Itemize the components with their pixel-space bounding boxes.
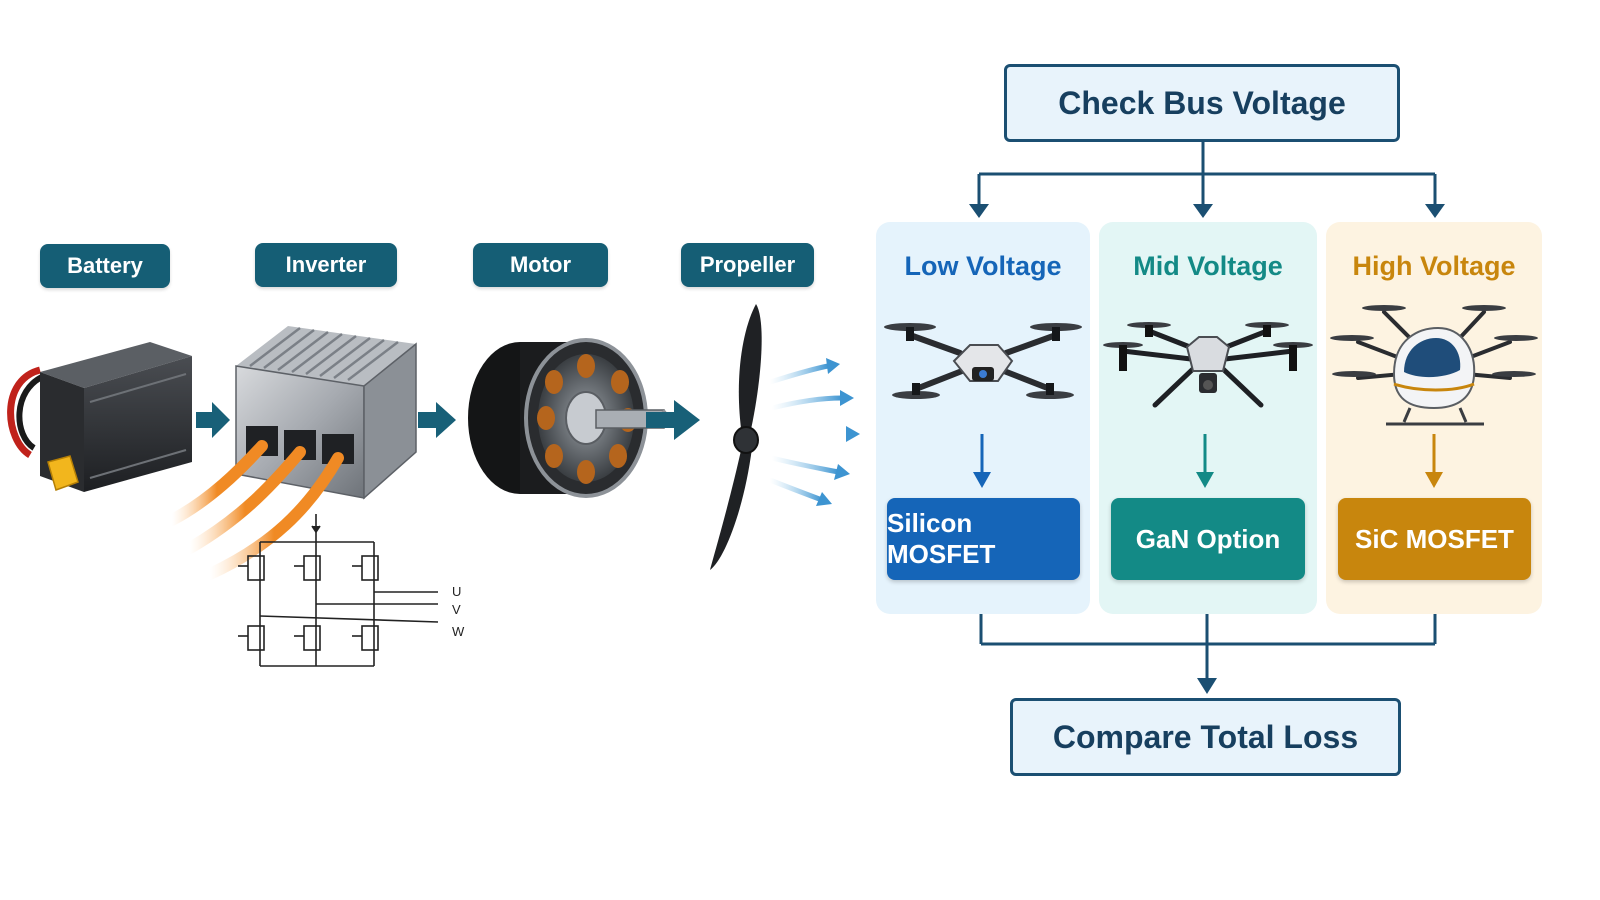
check-bus-voltage-box: Check Bus Voltage [1004, 64, 1400, 142]
compare-total-loss-box: Compare Total Loss [1010, 698, 1401, 776]
low-voltage-arrow [973, 434, 991, 488]
evtol-icon [1330, 305, 1538, 426]
mid-voltage-arrow [1196, 434, 1214, 488]
phase-v-label: V [452, 602, 461, 617]
inverter-icon [166, 326, 417, 580]
high-voltage-arrow [1425, 434, 1443, 488]
phase-u-label: U [452, 584, 461, 599]
silicon-mosfet-box: Silicon MOSFET [887, 498, 1080, 580]
battery-icon [7, 342, 192, 492]
sic-mosfet-box: SiC MOSFET [1338, 498, 1531, 580]
small-drone-icon [884, 323, 1082, 399]
battery-tag: Battery [40, 244, 170, 288]
airflow-arrowheads [816, 358, 860, 506]
inverter-tag: Inverter [255, 243, 397, 287]
high-voltage-title: High Voltage [1352, 250, 1516, 281]
motor-tag: Motor [473, 243, 608, 287]
propeller-tag: Propeller [681, 243, 814, 287]
inverter-schematic [238, 514, 439, 667]
motor-icon [468, 338, 668, 498]
propeller-icon [710, 304, 762, 570]
gan-option-box: GaN Option [1111, 498, 1305, 580]
low-voltage-title: Low Voltage [904, 250, 1062, 281]
phase-w-label: W [452, 624, 465, 639]
airflow-arrows [767, 363, 851, 503]
chain-arrows [196, 400, 700, 440]
mid-voltage-title: Mid Voltage [1133, 250, 1283, 281]
hex-drone-icon [1103, 322, 1313, 408]
